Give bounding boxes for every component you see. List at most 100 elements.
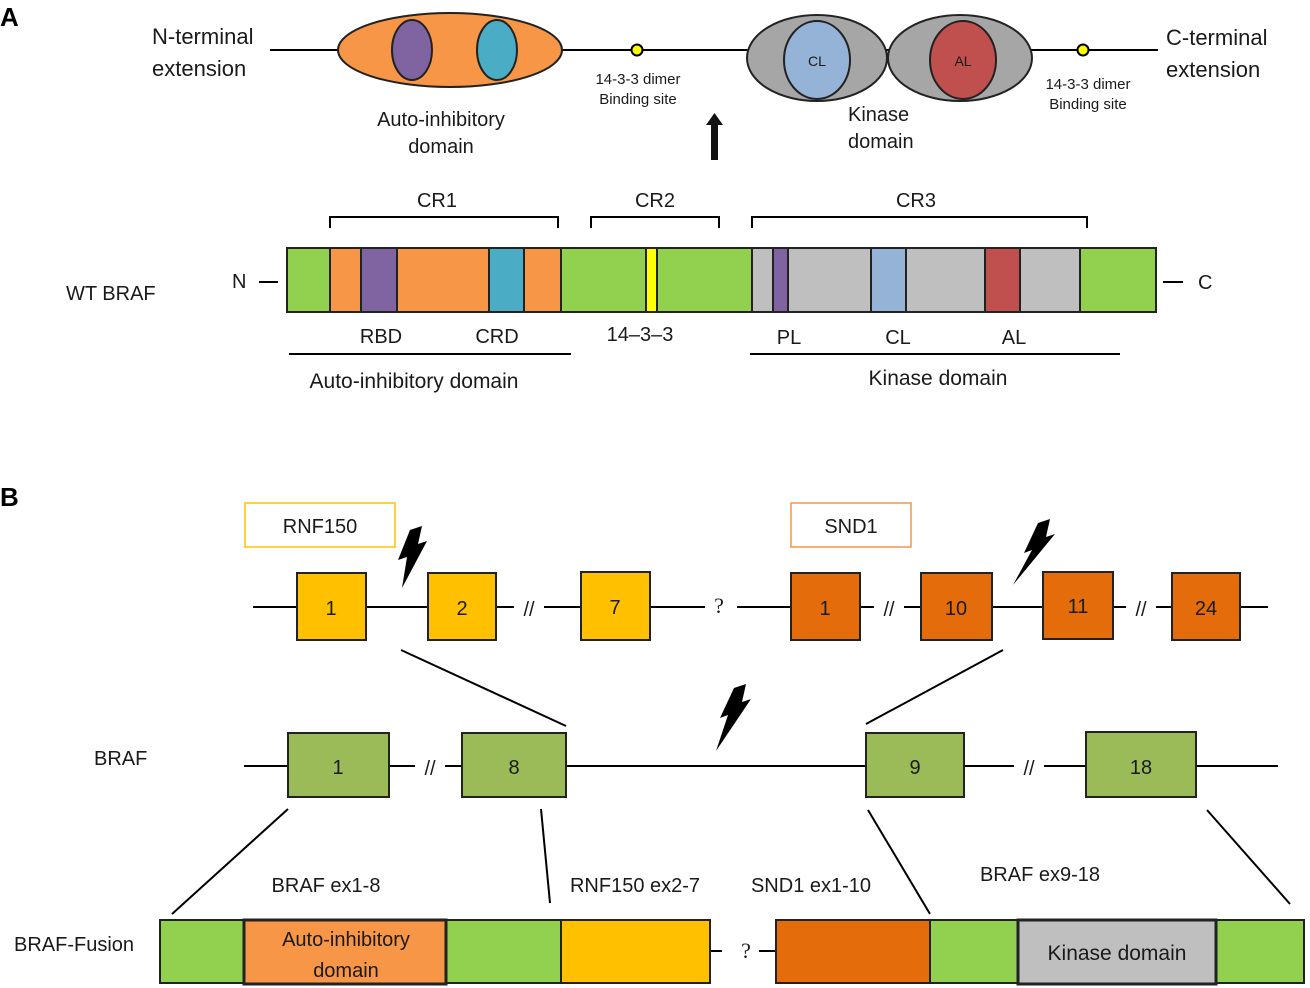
crd-ellipse <box>476 19 518 81</box>
crd-label: CRD <box>475 326 518 348</box>
wt-braf-label: WT BRAF <box>66 283 156 305</box>
connector-rnf-braf <box>400 649 567 727</box>
break-2: // <box>883 599 895 621</box>
n-terminal-label-2: extension <box>152 56 246 81</box>
snd1-exon-1-label: 1 <box>819 598 830 620</box>
break-bg-5 <box>1014 754 1044 778</box>
braf-exon-9 <box>865 732 965 798</box>
rbd-ellipse <box>391 19 433 81</box>
rnf150-exon-1-label: 1 <box>325 598 336 620</box>
rbd-label: RBD <box>360 326 402 348</box>
n-terminal-label-1: N-terminal <box>152 24 253 49</box>
connector-braf8-fusion <box>540 808 551 904</box>
break-4: // <box>424 758 436 780</box>
braf-exon-18 <box>1085 731 1197 798</box>
auto-inhibitory-label-2: domain <box>408 136 474 158</box>
braf-gene-label: BRAF <box>94 748 147 770</box>
snd1-exon-24-label: 24 <box>1195 598 1217 620</box>
cr3-label: CR3 <box>896 190 936 212</box>
al-ellipse <box>929 20 997 100</box>
snd1-exon-24 <box>1171 572 1241 641</box>
up-arrow-icon <box>706 113 723 160</box>
rnf150-box <box>244 502 396 548</box>
snd1-box <box>790 502 912 548</box>
lightning-icon-snd1 <box>1013 519 1055 585</box>
cr1-bracket <box>329 216 559 228</box>
kinase-domain-label: Kinase domain <box>869 367 1008 390</box>
rnf150-exon-2-label: 2 <box>456 598 467 620</box>
auto-domain-label: Auto-inhibitory domain <box>310 370 519 393</box>
rnf150-exon-7-label: 7 <box>609 597 620 619</box>
kinase-label-1: Kinase <box>848 104 909 126</box>
connector-braf1-fusion <box>171 808 289 915</box>
binding-site-dot-1 <box>630 43 644 57</box>
question-mark-1: ? <box>714 593 724 618</box>
n-terminus-label: N <box>232 271 246 293</box>
fusion-auto-label-1: Auto-inhibitory <box>282 929 410 951</box>
c-terminal-label-1: C-terminal <box>1166 25 1267 50</box>
cr2-bracket <box>590 216 720 228</box>
braf-fusion-label: BRAF-Fusion <box>14 934 134 956</box>
binding-site-label-2a: 14-3-3 dimer <box>1045 76 1130 93</box>
break-bg-2 <box>874 595 904 619</box>
fusion-kinase-label: Kinase domain <box>1048 942 1187 965</box>
connector-braf9-fusion <box>867 809 931 915</box>
site-1433-label: 14–3–3 <box>607 324 674 346</box>
braf-ex1-8-label: BRAF ex1-8 <box>272 875 381 897</box>
rnf150-ex2-7-label: RNF150 ex2-7 <box>570 875 700 897</box>
break-bg-3 <box>1126 595 1156 619</box>
cr2-label: CR2 <box>635 190 675 212</box>
break-bg-4 <box>415 754 445 778</box>
cr1-label: CR1 <box>417 190 457 212</box>
connector-snd-braf <box>865 649 1004 725</box>
auto-inhibitory-label-1: Auto-inhibitory <box>377 109 505 131</box>
braf-exon-8 <box>461 732 567 798</box>
break-1: // <box>523 599 535 621</box>
rnf150-label: RNF150 <box>283 516 357 538</box>
break-5: // <box>1023 758 1035 780</box>
fusion-auto-label-2: domain <box>313 960 379 982</box>
binding-site-dot-2 <box>1076 43 1090 57</box>
braf-exon-8-label: 8 <box>508 757 519 779</box>
lightning-icon-braf <box>716 684 751 751</box>
braf-exon-18-label: 18 <box>1130 757 1152 779</box>
c-terminus-label: C <box>1198 272 1212 294</box>
panel-label-a: A <box>0 2 19 32</box>
break-3: // <box>1135 599 1147 621</box>
snd1-exon-11-label: 11 <box>1068 596 1089 618</box>
al-bar-label: AL <box>1002 327 1026 349</box>
wt-braf-bar <box>286 247 1157 313</box>
c-terminal-label-2: extension <box>1166 57 1260 82</box>
rnf150-exon-2 <box>427 572 497 641</box>
binding-site-label-1b: Binding site <box>599 91 677 108</box>
braf-exon-1-label: 1 <box>332 757 343 779</box>
snd1-exon-11 <box>1042 571 1114 640</box>
rnf150-exon-7 <box>580 571 651 641</box>
snd1-exon-10 <box>920 572 993 641</box>
al-ellipse-label: AL <box>954 53 971 69</box>
braf-ex9-18-label: BRAF ex9-18 <box>980 864 1100 886</box>
braf-exon-1 <box>287 732 390 798</box>
question-mark-2: ? <box>741 938 751 963</box>
snd1-exon-1 <box>790 572 861 641</box>
rnf150-exon-1 <box>296 572 367 641</box>
snd1-label: SND1 <box>824 516 877 538</box>
connector-braf18-fusion <box>1206 809 1291 905</box>
fusion-bar-right <box>775 918 1305 986</box>
auto-inhibitory-ellipse <box>337 12 563 88</box>
cr3-bracket <box>751 216 1088 228</box>
binding-site-label-2b: Binding site <box>1049 96 1127 113</box>
lightning-icon-rnf150 <box>398 526 427 588</box>
break-bg-1 <box>514 595 544 619</box>
snd1-ex1-10-label: SND1 ex1-10 <box>751 875 871 897</box>
cl-ellipse <box>783 20 851 100</box>
kinase-label-2: domain <box>848 131 914 153</box>
braf-exon-9-label: 9 <box>909 757 920 779</box>
binding-site-label-1a: 14-3-3 dimer <box>595 71 680 88</box>
pl-label: PL <box>777 327 801 349</box>
snd1-exon-10-label: 10 <box>945 598 967 620</box>
fusion-bar-left <box>159 918 711 986</box>
cl-bar-label: CL <box>885 327 911 349</box>
cl-ellipse-label: CL <box>808 53 826 69</box>
